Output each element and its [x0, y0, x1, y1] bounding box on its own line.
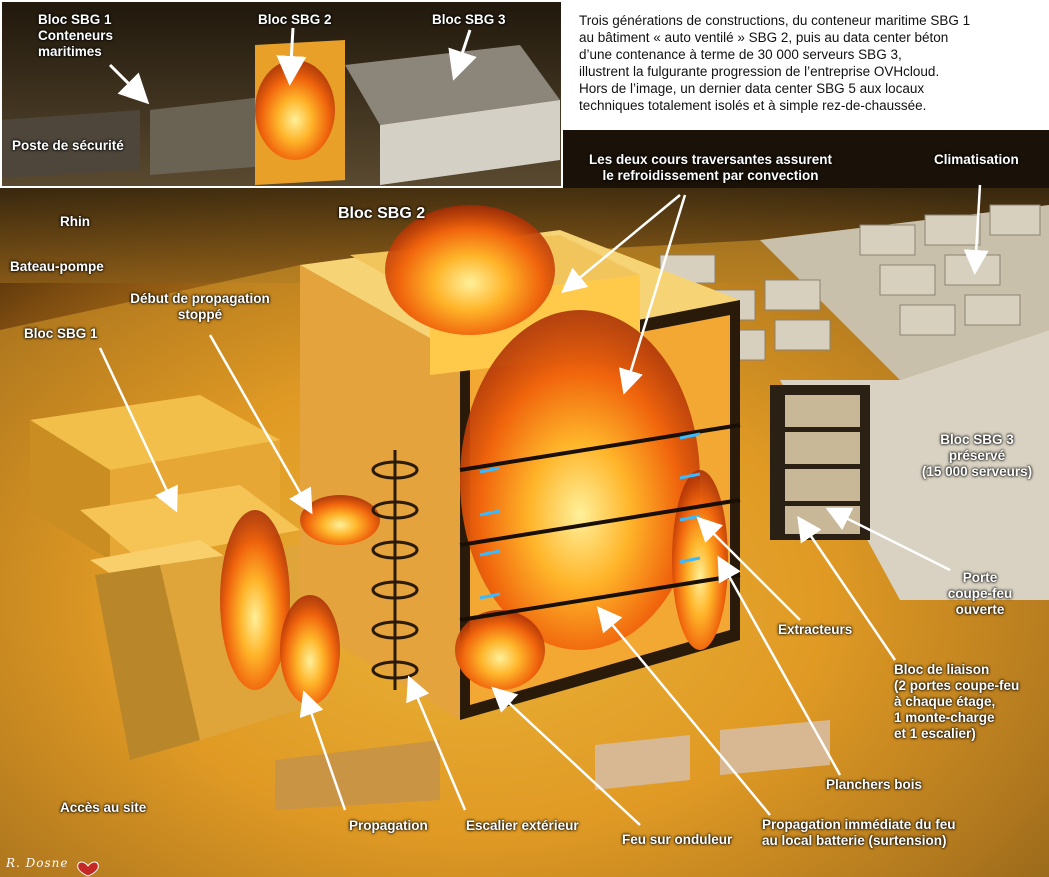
label-debut-propagation: Début de propagation stoppé [130, 291, 270, 322]
label-bloc-sbg1: Bloc SBG 1 [24, 326, 98, 341]
inset-label-sbg1: Bloc SBG 1 Conteneurs maritimes [38, 12, 114, 59]
label-bloc-liaison: Bloc de liaison (2 portes coupe-feu à ch… [894, 662, 1020, 741]
climatisation-units [659, 204, 1041, 361]
label-feu-onduleur: Feu sur onduleur [622, 832, 733, 847]
label-bloc-sbg2: Bloc SBG 2 [338, 205, 426, 222]
inset-label-sbg3: Bloc SBG 3 [432, 12, 506, 27]
front-buildings [275, 720, 830, 810]
label-rhin: Rhin [60, 214, 90, 229]
inset-arrows [108, 27, 477, 105]
label-bateau-pompe: Bateau-pompe [10, 259, 104, 274]
inset-label-poste-securite: Poste de sécurité [12, 138, 124, 153]
spiral-staircase [371, 450, 419, 690]
inset-label-sbg2: Bloc SBG 2 [258, 12, 332, 27]
caption-text: Trois générations de constructions, du c… [563, 0, 1049, 130]
label-planchers-bois: Planchers bois [826, 777, 923, 792]
label-extracteurs: Extracteurs [778, 622, 853, 637]
inset-buildings [0, 40, 560, 185]
label-propagation: Propagation [349, 818, 428, 833]
label-propagation-immediate: Propagation immédiate du feu au local ba… [762, 817, 956, 848]
artist-signature: R. Dosne [6, 856, 69, 870]
label-cours-traversantes: Les deux cours traversantes assurent le … [588, 152, 833, 183]
main-arrows [98, 184, 989, 826]
label-escalier-exterieur: Escalier extérieur [466, 818, 579, 833]
label-porte-coupe-feu: Porte coupe-feu ouverte [947, 570, 1013, 617]
floor-lines [459, 423, 741, 622]
label-climatisation: Climatisation [934, 152, 1019, 167]
label-acces-site: Accès au site [60, 800, 147, 815]
heart-icon [77, 861, 99, 877]
courtyard-fire [220, 205, 728, 705]
inset-frame [0, 0, 563, 188]
label-bloc-sbg3-preserve: Bloc SBG 3 préservé (15 000 serveurs) [921, 432, 1033, 479]
extractor-marks [479, 432, 701, 600]
